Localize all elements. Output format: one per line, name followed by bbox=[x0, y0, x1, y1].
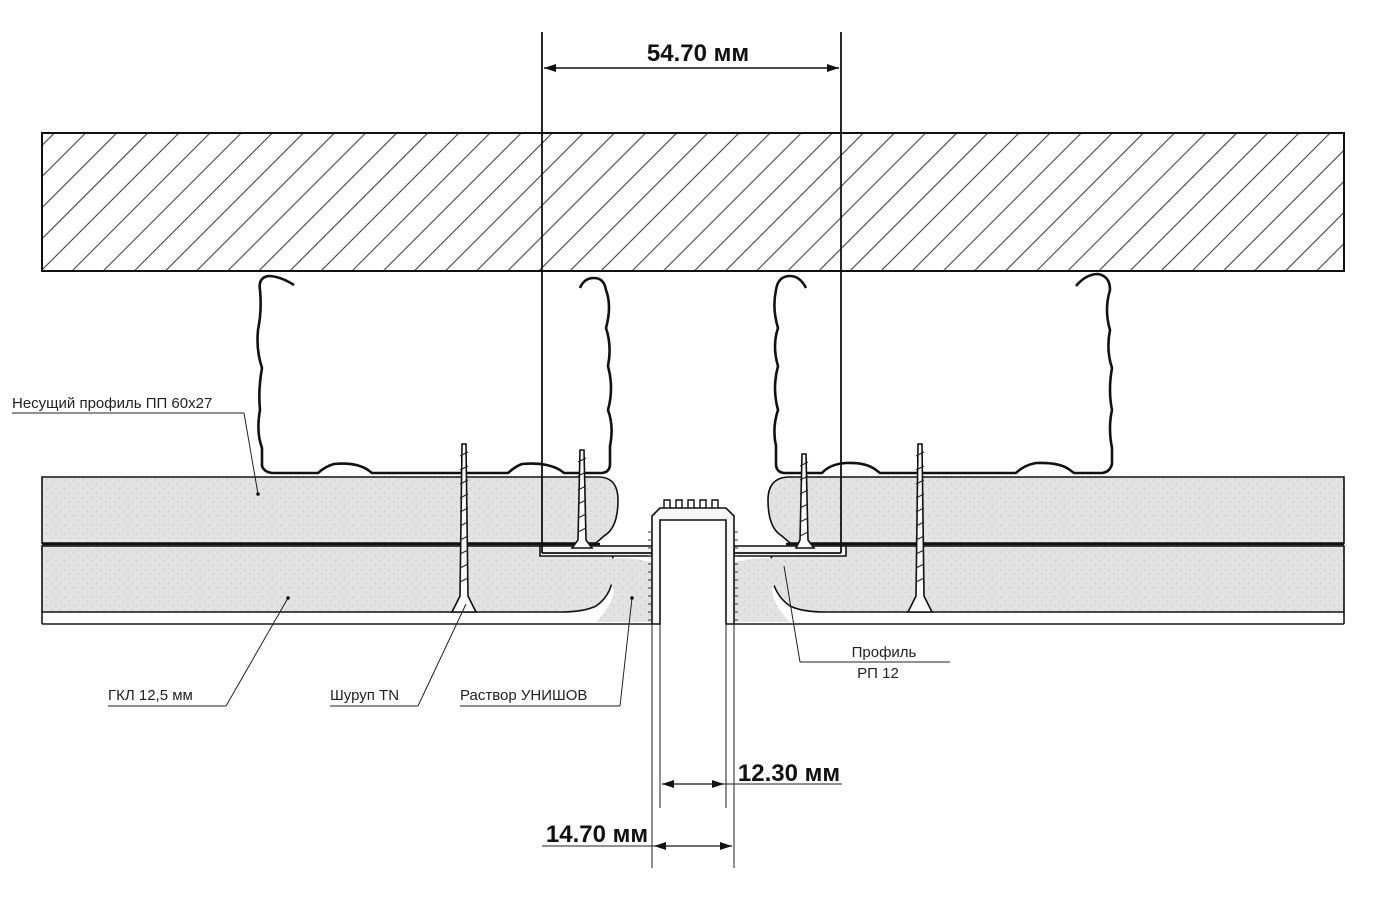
bearing-profile-left bbox=[256, 274, 613, 475]
leader-mortar bbox=[460, 596, 634, 707]
leader-screw bbox=[330, 603, 467, 707]
screw-1 bbox=[450, 443, 478, 613]
leader-bearing-profile bbox=[12, 412, 260, 496]
dimension-outer bbox=[542, 624, 735, 868]
leader-profile bbox=[783, 565, 950, 663]
label-mortar: Раствор УНИШОВ bbox=[460, 687, 587, 704]
gypsum-board-left bbox=[41, 476, 619, 613]
concrete-slab bbox=[41, 132, 1345, 272]
gypsum-board-right bbox=[767, 476, 1345, 613]
leader-board bbox=[108, 596, 290, 707]
dimension-top bbox=[541, 32, 842, 554]
screw-4 bbox=[906, 443, 934, 613]
dimension-outer-label: 14.70 мм bbox=[546, 821, 648, 848]
finish-layer bbox=[41, 612, 1345, 625]
mortar-fill-right bbox=[734, 558, 790, 622]
dimension-top-label: 54.70 мм bbox=[647, 40, 749, 67]
mortar-fill bbox=[596, 558, 652, 622]
bearing-profile-right bbox=[773, 272, 1114, 475]
label-bearing-profile: Несущий профиль ПП 60х27 bbox=[12, 395, 212, 412]
screw-3 bbox=[794, 453, 816, 549]
dimension-inner-label: 12.30 мм bbox=[738, 760, 840, 787]
label-profile-line1: Профиль bbox=[852, 644, 917, 661]
label-board: ГКЛ 12,5 мм bbox=[108, 687, 193, 704]
label-profile-line2: РП 12 bbox=[857, 665, 899, 682]
dimension-inner bbox=[659, 624, 842, 808]
label-screw: Шуруп TN bbox=[330, 687, 399, 704]
screw-2 bbox=[570, 449, 594, 549]
